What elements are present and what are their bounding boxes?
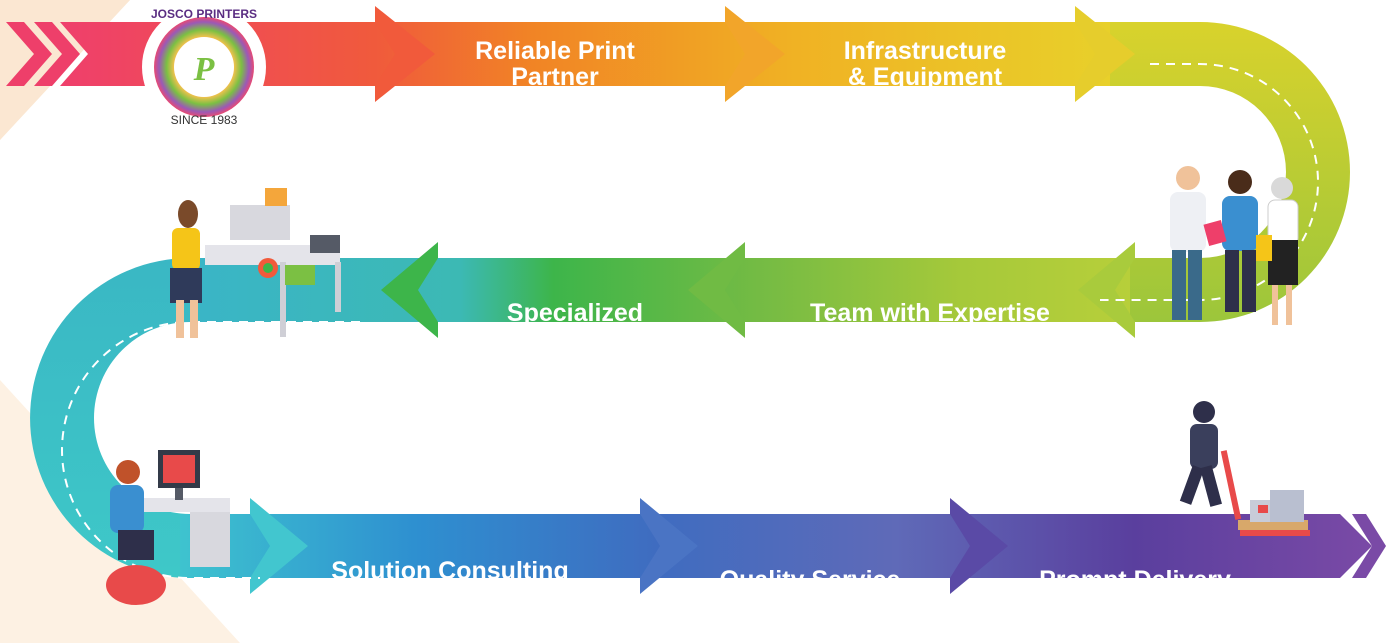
step-line: Solution Consulting bbox=[331, 557, 569, 585]
end-chevron bbox=[1352, 514, 1386, 578]
step-line: Prompt Delivery bbox=[1039, 566, 1231, 594]
step-line: Reliable Print bbox=[475, 37, 635, 65]
logo-name: JOSCO PRINTERS bbox=[151, 7, 257, 21]
arrow-head-3 bbox=[1075, 6, 1135, 102]
step-label-infrastructure-equipment: Infrastructure & Equipment bbox=[805, 38, 1045, 90]
step-line: in print media bbox=[493, 325, 657, 353]
step-label-reliable-print-partner: Reliable Print Partner bbox=[445, 38, 665, 90]
arrow-head-6 bbox=[381, 242, 438, 338]
consultant-at-computer-illustration bbox=[106, 450, 230, 605]
arrow-head-8 bbox=[640, 498, 698, 594]
step-label-prompt-delivery: Prompt Delivery bbox=[1010, 567, 1260, 593]
arrow-head-2 bbox=[725, 6, 785, 102]
team-illustration bbox=[1170, 166, 1299, 325]
step-label-specialized-print-media: Specialized in print media bbox=[460, 300, 690, 352]
arrow-head-7 bbox=[250, 498, 308, 594]
left-curve bbox=[30, 258, 300, 578]
logo-p-mark: P bbox=[193, 51, 215, 88]
start-chevron-1 bbox=[6, 22, 52, 86]
step-line: Infrastructure bbox=[843, 37, 1007, 65]
step-line: & Equipment bbox=[847, 63, 1003, 91]
middle-row-band bbox=[200, 258, 1130, 322]
step-line: for Print Jobs bbox=[368, 583, 532, 611]
step-line: Team with Expertise bbox=[810, 299, 1050, 327]
arrow-head-1 bbox=[375, 6, 435, 102]
step-line: Partner bbox=[511, 63, 599, 91]
step-label-solution-consulting: Solution Consulting for Print Jobs bbox=[300, 558, 600, 610]
arrow-head-9 bbox=[950, 498, 1008, 594]
arrow-head-4 bbox=[1078, 242, 1135, 338]
start-chevron-2 bbox=[34, 22, 80, 86]
step-label-team-expertise: Team with Expertise & Experience bbox=[770, 300, 1090, 352]
arrow-head-5 bbox=[688, 242, 745, 338]
josco-printers-logo: P JOSCO PRINTERS SINCE 1983 bbox=[142, 5, 266, 129]
step-label-quality-service: Quality Service bbox=[690, 567, 930, 593]
designer-at-desk-illustration bbox=[170, 188, 341, 338]
logo-tagline: SINCE 1983 bbox=[171, 113, 238, 127]
step-line: Specialized bbox=[506, 299, 644, 327]
delivery-person-illustration bbox=[1179, 401, 1310, 536]
bottom-row-band bbox=[180, 514, 1372, 578]
step-line: & Experience bbox=[850, 325, 1010, 353]
step-line: Quality Service bbox=[719, 566, 901, 594]
top-row-band bbox=[60, 22, 1110, 86]
